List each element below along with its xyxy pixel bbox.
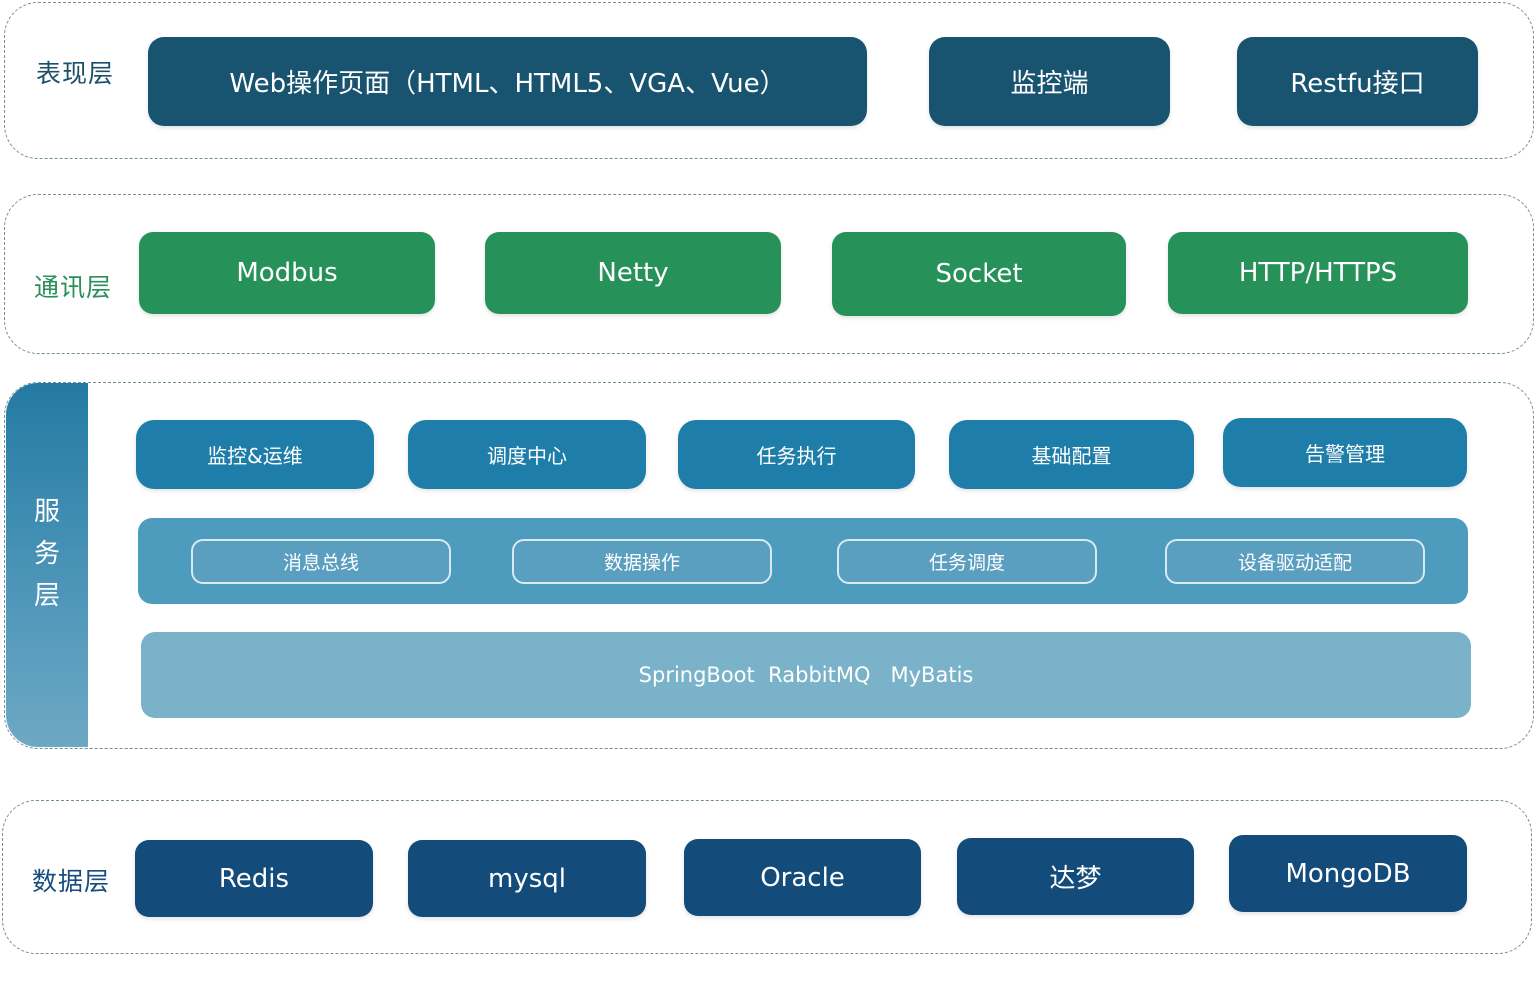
data-layer — [2, 800, 1532, 954]
task-execution-box: 任务执行 — [678, 420, 915, 489]
web-ui-box: Web操作页面（HTML、HTML5、VGA、Vue） — [148, 37, 867, 126]
message-bus-box: 消息总线 — [191, 539, 451, 584]
data-operation-box: 数据操作 — [512, 539, 772, 584]
framework-band: SpringBoot RabbitMQ MyBatis — [141, 632, 1471, 718]
scheduling-center-box: 调度中心 — [408, 420, 646, 489]
socket-box: Socket — [832, 232, 1126, 316]
oracle-box: Oracle — [684, 839, 921, 916]
presentation-layer-label: 表现层 — [36, 59, 115, 88]
device-driver-adapter-box: 设备驱动适配 — [1165, 539, 1425, 584]
rest-api-box: Restfu接口 — [1237, 37, 1478, 126]
netty-box: Netty — [485, 232, 781, 314]
framework-text: SpringBoot RabbitMQ MyBatis — [638, 663, 974, 687]
service-label-char-1: 服 — [33, 497, 60, 527]
communication-layer-label: 通讯层 — [34, 273, 113, 302]
monitoring-ops-box: 监控&运维 — [136, 420, 374, 489]
mongodb-box: MongoDB — [1229, 835, 1467, 912]
communication-layer — [4, 194, 1534, 354]
monitor-client-box: 监控端 — [929, 37, 1170, 126]
service-layer — [4, 382, 1534, 749]
service-layer-sidebar: 服 务 层 — [6, 383, 88, 747]
mysql-box: mysql — [408, 840, 646, 917]
data-layer-label: 数据层 — [32, 867, 111, 896]
service-label-char-2: 务 — [33, 539, 60, 569]
alarm-management-box: 告警管理 — [1223, 418, 1467, 487]
http-https-box: HTTP/HTTPS — [1168, 232, 1468, 314]
modbus-box: Modbus — [139, 232, 435, 314]
dameng-box: 达梦 — [957, 838, 1194, 915]
basic-config-box: 基础配置 — [949, 420, 1194, 489]
task-scheduling-box: 任务调度 — [837, 539, 1097, 584]
redis-box: Redis — [135, 840, 373, 917]
presentation-layer — [4, 2, 1534, 159]
service-label-char-3: 层 — [33, 581, 60, 611]
